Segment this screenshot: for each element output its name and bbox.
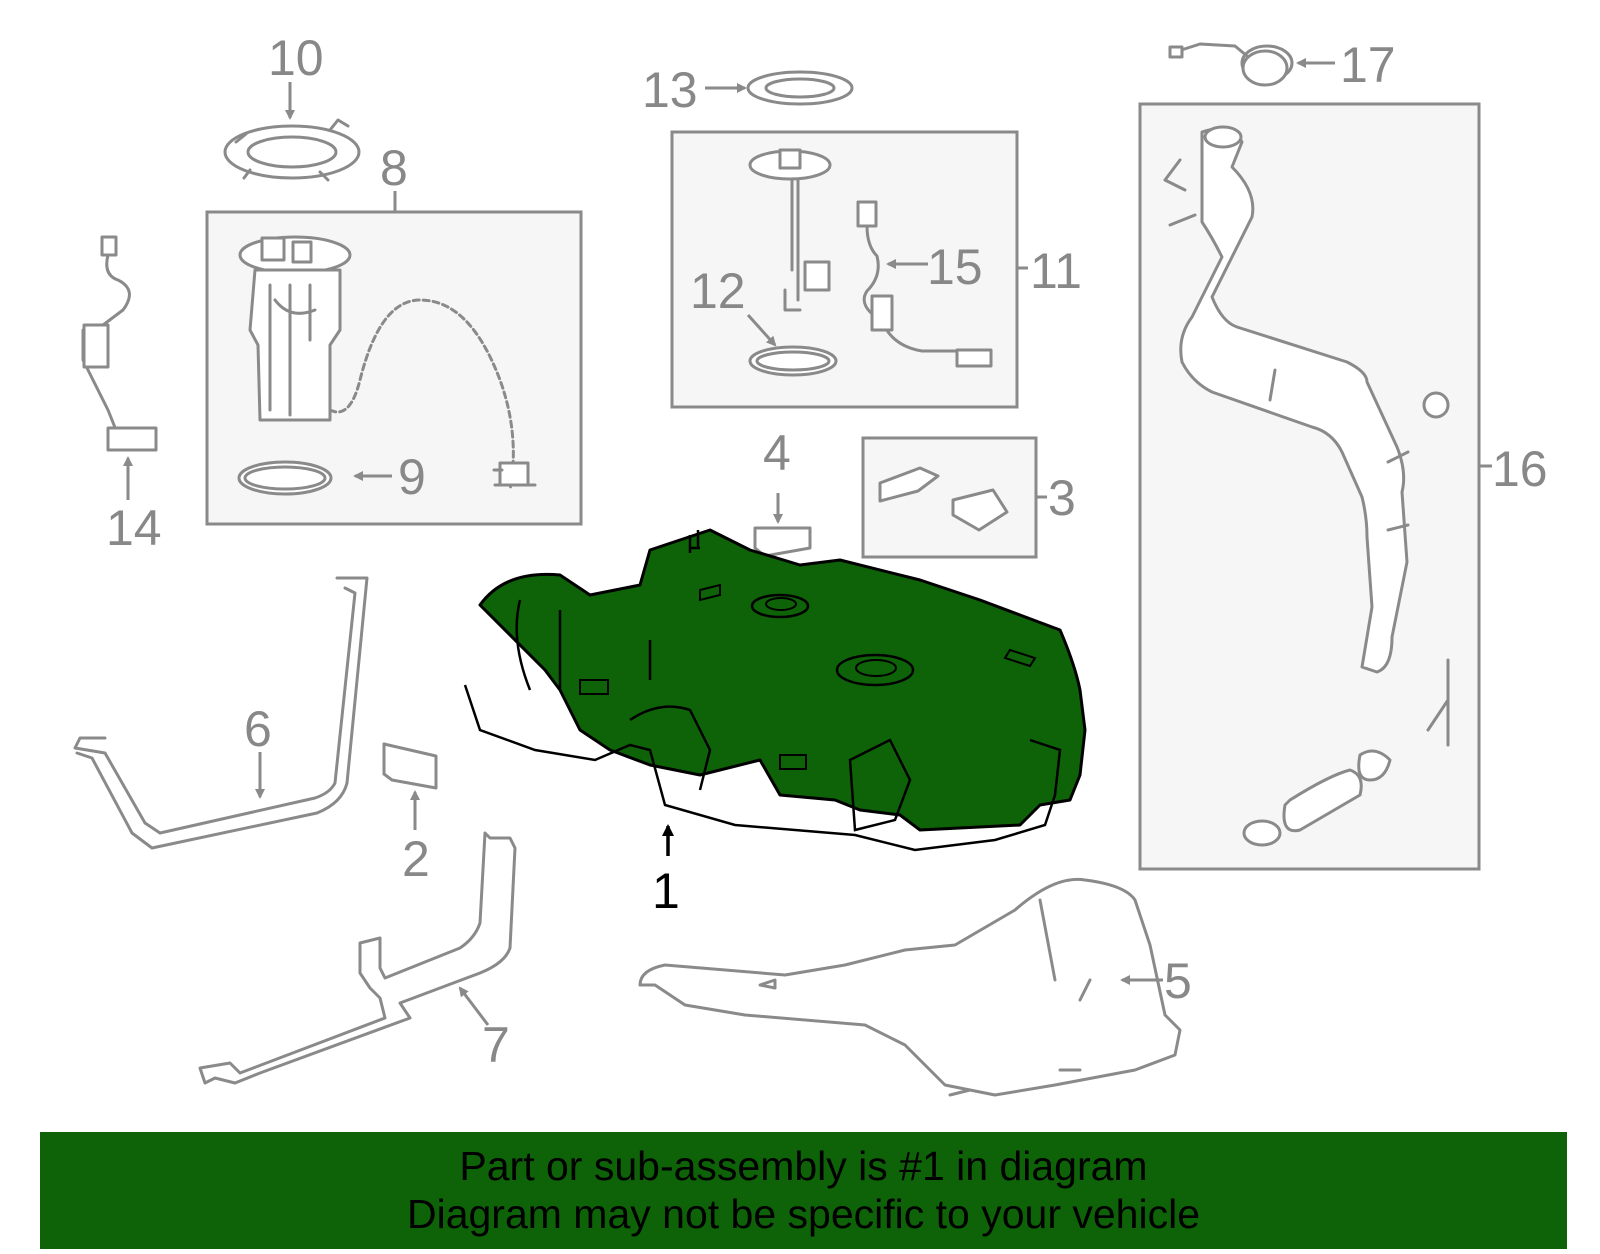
callout-6: 6 — [244, 701, 272, 757]
info-banner: Part or sub-assembly is #1 in diagram Di… — [40, 1132, 1567, 1249]
banner-line-2: Diagram may not be specific to your vehi… — [406, 1191, 1200, 1237]
callout-17: 17 — [1340, 37, 1396, 93]
fuel-cap-part-17 — [1168, 42, 1294, 87]
callout-10: 10 — [268, 30, 324, 86]
callout-15: 15 — [927, 239, 983, 295]
callout-8: 8 — [380, 140, 408, 196]
callout-9: 9 — [398, 449, 426, 505]
lock-ring-part-10 — [223, 118, 361, 182]
callout-16: 16 — [1492, 441, 1548, 497]
callout-4: 4 — [763, 425, 791, 481]
clips-part-3 — [878, 466, 1009, 532]
callout-7: 7 — [482, 1017, 510, 1073]
callout-11: 11 — [1030, 243, 1082, 299]
sensor-harness-part-15 — [856, 200, 993, 368]
spacer-part-2 — [382, 742, 438, 790]
leader-12 — [746, 313, 777, 347]
callout-5: 5 — [1164, 953, 1192, 1009]
callout-3: 3 — [1048, 470, 1076, 526]
wiring-harness-part-14 — [81, 235, 158, 452]
callout-1: 1 — [652, 863, 680, 919]
callout-13: 13 — [642, 62, 698, 118]
fuel-sender-part-11 — [748, 148, 832, 312]
leader-7 — [458, 986, 490, 1026]
seal-part-13 — [746, 70, 854, 106]
strap-part-6 — [73, 576, 369, 850]
fuel-tank-part-1[interactable] — [463, 528, 1087, 852]
banner-line-1: Part or sub-assembly is #1 in diagram — [459, 1143, 1148, 1189]
pad-part-4 — [753, 526, 812, 558]
filler-pipe-part-16 — [1163, 125, 1450, 847]
strap-part-7 — [198, 831, 517, 1085]
fuel-pump-module-part-8 — [238, 235, 537, 492]
callout-14: 14 — [106, 500, 162, 556]
o-ring-part-9 — [237, 460, 333, 496]
heat-shield-part-5 — [638, 877, 1182, 1097]
filler-pipe-box — [1138, 102, 1481, 871]
gasket-part-12 — [748, 345, 838, 377]
callout-2: 2 — [402, 831, 430, 887]
callout-12: 12 — [690, 263, 746, 319]
